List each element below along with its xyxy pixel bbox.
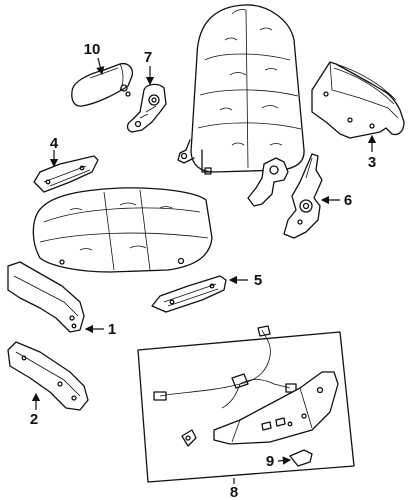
part-7-recliner: [126, 83, 167, 133]
leader-lines: [31, 57, 377, 484]
part-6-track: [247, 153, 323, 239]
callout-5: 5: [254, 272, 262, 289]
part-3-bracket: [311, 61, 405, 139]
callout-7: 7: [144, 49, 152, 66]
callout-2: 2: [30, 411, 38, 428]
callout-10: 10: [84, 41, 101, 58]
seat-back: [177, 4, 305, 175]
part-10-armrest: [71, 62, 134, 107]
callout-1: 1: [108, 321, 116, 338]
seat-cushion: [32, 187, 213, 273]
callout-6: 6: [344, 192, 352, 209]
part-1-side-shield: [7, 261, 85, 333]
callout-labels: 10 7 4 3 6 5 1 2 8 9: [30, 41, 376, 500]
part-5-cover: [151, 275, 227, 313]
part-4-side-trim: [33, 155, 99, 193]
part-2-lower-cover: [7, 341, 89, 411]
callout-8: 8: [230, 484, 238, 500]
callout-3: 3: [368, 154, 376, 171]
callout-4: 4: [50, 135, 59, 152]
callout-9: 9: [266, 453, 274, 470]
part-8-box: [137, 325, 355, 483]
